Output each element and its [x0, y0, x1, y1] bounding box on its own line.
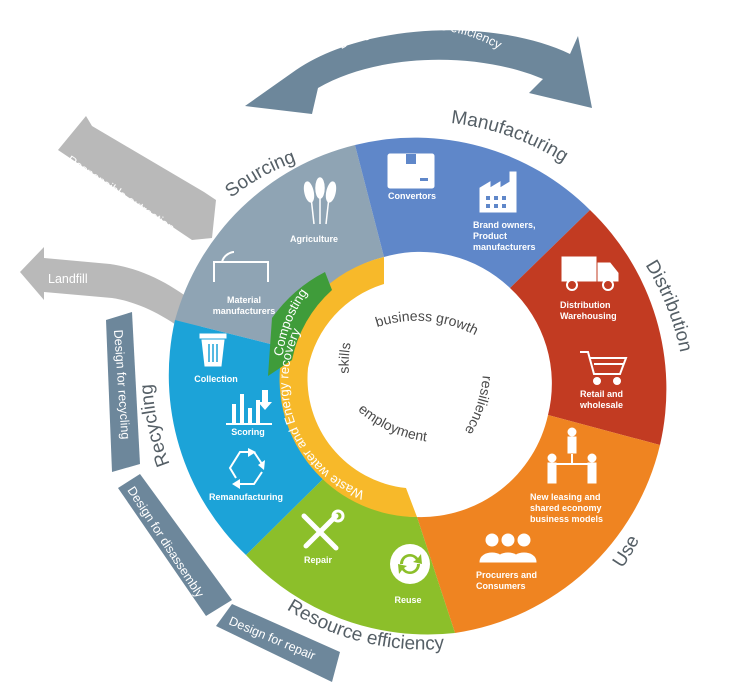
factory-icon: [479, 171, 517, 213]
retail-label-1: Retail and: [580, 389, 623, 399]
composting-band: [268, 272, 332, 376]
agriculture-label: Agriculture: [290, 234, 338, 244]
wheat-icon: [303, 177, 337, 225]
shopping-cart-icon: [580, 351, 628, 385]
center-resilience: resilience: [462, 375, 496, 438]
leasing-label-2: shared economy: [530, 503, 602, 513]
waste-energy-ring-lower: [279, 368, 417, 517]
reuse-cycle-icon: [390, 544, 430, 584]
material-label-2: manufacturers: [213, 306, 276, 316]
segment-distribution: [510, 210, 667, 445]
scoring-label: Scoring: [231, 427, 265, 437]
material-roll-icon: [213, 251, 269, 282]
bar-chart-icon: [226, 390, 272, 425]
collection-label: Collection: [194, 374, 238, 384]
retail-label-2: wholesale: [579, 400, 623, 410]
segment-use: [417, 415, 660, 633]
consumers-group-icon: [479, 533, 537, 563]
reuse-label: Reuse: [394, 595, 421, 605]
procurers-label-2: Consumers: [476, 581, 526, 591]
repair-label: Repair: [304, 555, 333, 565]
brand-label-3: manufacturers: [473, 242, 536, 252]
distribution-label-2: Warehousing: [560, 311, 617, 321]
center-employment: employment: [356, 400, 428, 444]
responsible-extraction-arrow: [58, 116, 216, 240]
material-label-1: Material: [227, 295, 261, 305]
top-arrow: Design for resource efficiency: [245, 18, 592, 114]
segment-recycling: [168, 320, 326, 555]
convertors-label: Convertors: [388, 191, 436, 201]
design-disassembly-label: Design for disassembly: [124, 484, 207, 601]
waste-energy-ring: [280, 257, 384, 368]
segment-resource-efficiency: [246, 476, 455, 635]
tools-icon: [301, 509, 345, 551]
recycling-title: Recycling: [136, 383, 174, 469]
brand-label-1: Brand owners,: [473, 220, 536, 230]
landfill-label: Landfill: [48, 272, 88, 286]
box-icon: [387, 153, 435, 189]
center-business-growth: business growth: [373, 308, 481, 338]
recycle-icon: [228, 448, 265, 489]
remanufacturing-label: Remanufacturing: [209, 492, 283, 502]
trash-bin-icon: [199, 333, 227, 367]
procurers-label-1: Procurers and: [476, 570, 537, 580]
distribution-label-1: Distribution: [560, 300, 611, 310]
leasing-label-1: New leasing and: [530, 492, 601, 502]
people-network-icon: [547, 427, 597, 484]
design-labels: Design for recycling Design for disassem…: [106, 312, 340, 682]
center-skills: skills: [336, 341, 354, 374]
leasing-label-3: business models: [530, 514, 603, 524]
truck-icon: [561, 256, 619, 291]
brand-label-2: Product: [473, 231, 507, 241]
landfill-arrow: [20, 247, 206, 340]
